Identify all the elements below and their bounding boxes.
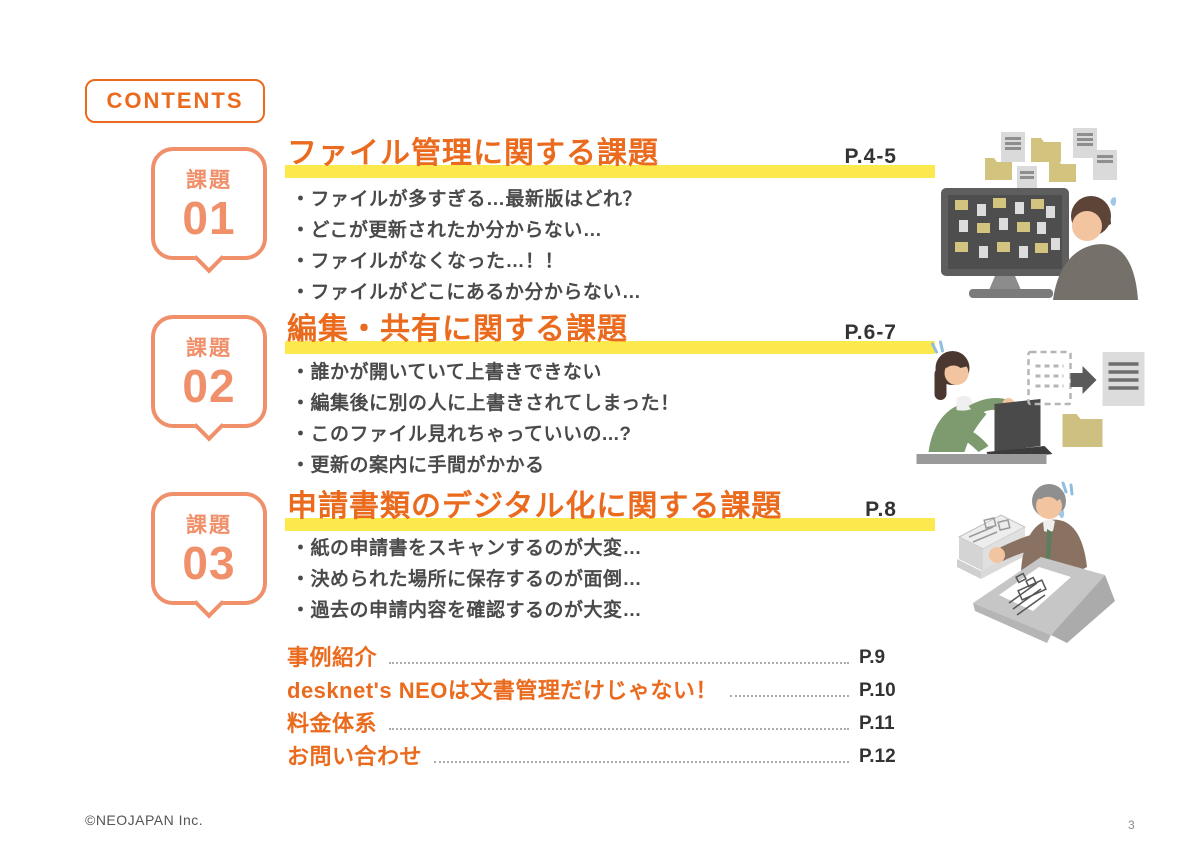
- issue-badge-01: 課題 01: [151, 147, 267, 274]
- issue-badge-number: 02: [182, 360, 236, 412]
- section-1-page-ref: P.4-5: [844, 145, 897, 168]
- section-3-page-ref: P.8: [865, 498, 897, 521]
- bullet-item: ・過去の申請内容を確認するのが大変…: [291, 600, 643, 621]
- toc-page-ref: P.12: [859, 746, 896, 767]
- section-1-bullets: ・ファイルが多すぎる…最新版はどれ？ ・どこが更新されたか分からない… ・ファイ…: [291, 184, 642, 308]
- yellow-highlight-bar: [285, 165, 935, 178]
- toc-label: お問い合わせ: [287, 743, 423, 769]
- copyright-text: ©NEOJAPAN Inc.: [85, 812, 204, 828]
- issue-badge-number: 03: [182, 537, 236, 589]
- toc-label: desknet's NEOは文書管理だけじゃない！: [287, 677, 718, 703]
- issue-badge-03: 課題 03: [151, 492, 267, 619]
- dotted-leader: [389, 728, 849, 730]
- woman-sharing-file-at-laptop-illustration: [916, 340, 1145, 464]
- speech-bubble-tail: [193, 242, 225, 274]
- bullet-item: ・紙の申請書をスキャンするのが大変…: [291, 538, 643, 559]
- bottom-toc: 事例紹介 P.9 desknet's NEOは文書管理だけじゃない！ P.10 …: [287, 638, 907, 770]
- bullet-item: ・編集後に別の人に上書きされてしまった！: [291, 393, 680, 414]
- bullet-item: ・ファイルが多すぎる…最新版はどれ？: [291, 189, 643, 210]
- slide-page-number: 3: [1128, 818, 1135, 832]
- issue-badge-label: 課題: [186, 514, 232, 537]
- toc-row-pricing: 料金体系 P.11: [287, 704, 907, 737]
- contents-badge: CONTENTS: [85, 79, 265, 123]
- issue-badge-label: 課題: [186, 169, 232, 192]
- speech-bubble-tail: [193, 410, 225, 442]
- issue-badge-number: 01: [182, 192, 236, 244]
- yellow-highlight-bar: [285, 341, 935, 354]
- bullet-item: ・更新の案内に手間がかかる: [291, 455, 545, 476]
- bullet-item: ・ファイルがどこにあるか分からない…: [291, 282, 642, 303]
- section-3-title: 申請書類のデジタル化に関する課題: [287, 490, 783, 523]
- section-3-title-row: 申請書類のデジタル化に関する課題 P.8: [285, 487, 935, 531]
- toc-label: 事例紹介: [287, 644, 378, 670]
- bullet-item: ・どこが更新されたか分からない…: [291, 220, 603, 241]
- section-2-bullets: ・誰かが開いていて上書きできない ・編集後に別の人に上書きされてしまった！ ・こ…: [291, 357, 680, 481]
- man-at-cluttered-monitor-illustration: [941, 128, 1138, 300]
- toc-page-ref: P.11: [859, 713, 895, 734]
- bullet-item: ・決められた場所に保存するのが面倒…: [291, 569, 643, 590]
- section-2-page-ref: P.6-7: [844, 321, 897, 344]
- section-3-bullets: ・紙の申請書をスキャンするのが大変… ・決められた場所に保存するのが面倒… ・過…: [291, 533, 642, 626]
- bullet-item: ・誰かが開いていて上書きできない: [291, 362, 602, 383]
- toc-row-contact: お問い合わせ P.12: [287, 737, 907, 770]
- issue-badge-02: 課題 02: [151, 315, 267, 442]
- section-2-title: 編集・共有に関する課題: [287, 313, 628, 346]
- dotted-leader: [729, 695, 849, 697]
- issue-badge-label: 課題: [186, 337, 232, 360]
- toc-page-ref: P.9: [859, 647, 886, 668]
- speech-bubble-tail: [193, 587, 225, 619]
- bullet-item: ・このファイル見れちゃっていいの...?: [291, 424, 632, 445]
- man-scanning-paper-stack-illustration: [957, 481, 1115, 643]
- dotted-leader: [389, 662, 849, 664]
- toc-label: 料金体系: [287, 710, 378, 736]
- section-2-title-row: 編集・共有に関する課題 P.6-7: [285, 310, 935, 354]
- toc-row-desknets-neo: desknet's NEOは文書管理だけじゃない！ P.10: [287, 671, 907, 704]
- contents-label: CONTENTS: [106, 88, 244, 113]
- toc-page-ref: P.10: [859, 680, 896, 701]
- bullet-item: ・ファイルがなくなった…！！: [291, 251, 565, 272]
- section-1-title-row: ファイル管理に関する課題 P.4-5: [285, 134, 935, 178]
- toc-row-case-studies: 事例紹介 P.9: [287, 638, 907, 671]
- section-1-title: ファイル管理に関する課題: [287, 137, 659, 170]
- yellow-highlight-bar: [285, 518, 935, 531]
- dotted-leader: [434, 761, 849, 763]
